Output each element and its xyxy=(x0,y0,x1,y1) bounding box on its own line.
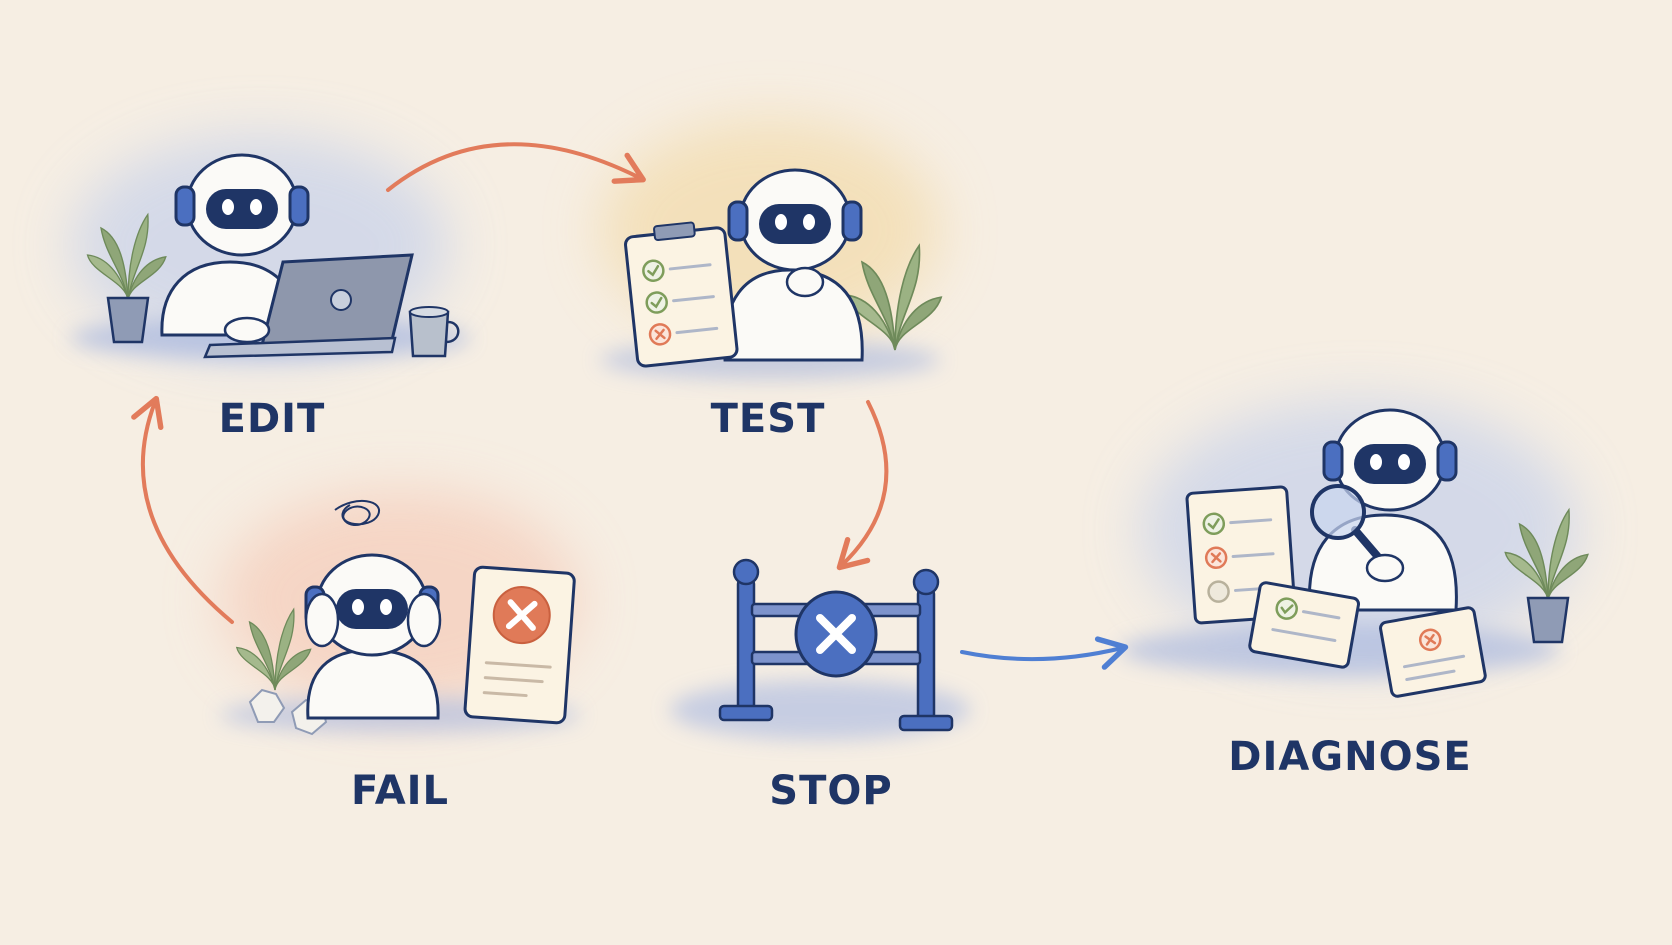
edit-stage xyxy=(70,135,470,360)
cross-icon xyxy=(505,599,538,631)
check-icon xyxy=(641,258,666,283)
fail-label: FAIL xyxy=(350,768,450,814)
document-icon xyxy=(1248,581,1360,669)
document-icon xyxy=(1379,606,1487,698)
diagnose-label: DIAGNOSE xyxy=(1228,734,1472,780)
arrow-fail-to-edit xyxy=(131,395,234,624)
arrow-edit-to-test xyxy=(386,142,646,192)
fail-stage xyxy=(220,490,580,736)
barrier-icon xyxy=(718,558,954,732)
arrow-stop-to-diagnose xyxy=(960,636,1129,670)
plant-icon xyxy=(1504,509,1589,644)
stop-label: STOP xyxy=(769,768,893,814)
test-label: TEST xyxy=(710,396,826,442)
scribble-icon xyxy=(334,499,381,526)
robot-icon xyxy=(722,168,864,362)
robot-icon xyxy=(304,553,442,720)
edit-label: EDIT xyxy=(218,396,326,442)
coffee-mug-icon xyxy=(408,306,460,358)
stop-stage xyxy=(670,558,970,740)
test-stage xyxy=(600,120,943,380)
document-icon xyxy=(463,565,576,725)
diagnose-stage xyxy=(1120,400,1589,698)
clipboard-icon xyxy=(624,221,739,368)
laptop-icon xyxy=(203,253,414,359)
magnifying-glass-icon xyxy=(1310,484,1405,583)
cross-icon xyxy=(816,614,856,654)
plant-icon xyxy=(86,213,167,344)
arrow-test-to-stop xyxy=(836,400,889,571)
